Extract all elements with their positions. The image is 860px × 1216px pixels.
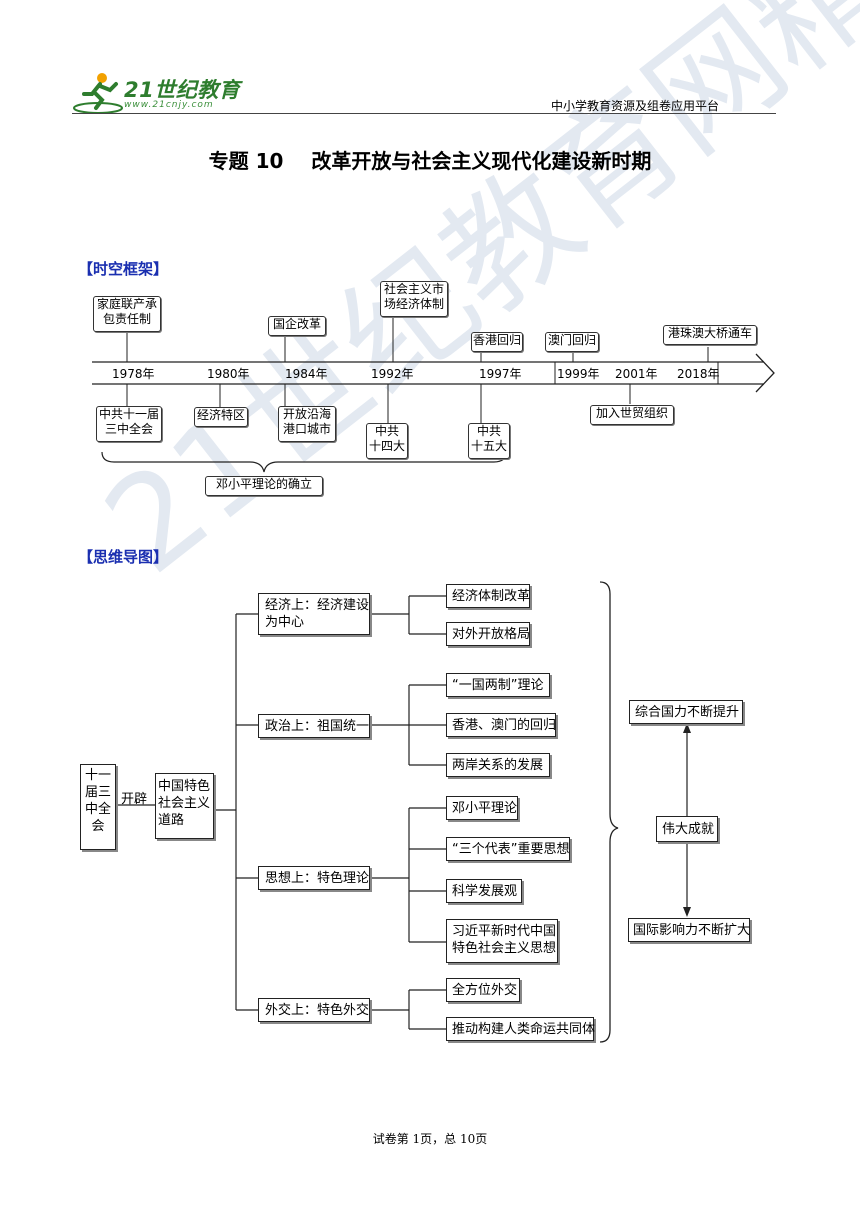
event-soe-reform: 国企改革 xyxy=(268,316,326,336)
event-cpc15: 中共 十五大 xyxy=(468,423,510,459)
leaf-econ-reform: 经济体制改革 xyxy=(446,584,530,608)
leaf-one-country-two-systems: “一国两制”理论 xyxy=(446,673,550,697)
page-title: 专题 10 改革开放与社会主义现代化建设新时期 xyxy=(208,149,652,173)
runner-logo-icon xyxy=(73,73,123,114)
year-label: 1978年 xyxy=(112,367,155,381)
leaf-deng-theory: 邓小平理论 xyxy=(446,796,518,820)
leaf-scientific-outlook: 科学发展观 xyxy=(446,879,522,903)
node-socialist-road: 中国特色 社会主义 道路 xyxy=(155,773,214,839)
event-wto: 加入世贸组织 xyxy=(590,405,674,425)
event-macau-return: 澳门回归 xyxy=(545,332,599,352)
leaf-hk-macau-return: 香港、澳门的回归 xyxy=(446,713,556,737)
leaf-community-shared-future: 推动构建人类命运共同体 xyxy=(446,1017,595,1041)
header-divider xyxy=(72,113,776,114)
leaf-three-represents: “三个代表”重要思想 xyxy=(446,837,570,861)
event-cpc14: 中共 十四大 xyxy=(366,423,408,459)
node-great-achievement: 伟大成就 xyxy=(656,816,718,842)
label-open-up: 开辟 xyxy=(121,792,148,807)
event-bridge: 港珠澳大桥通车 xyxy=(663,325,757,345)
event-hk-return: 香港回归 xyxy=(471,332,523,352)
node-international-influence: 国际影响力不断扩大 xyxy=(628,918,750,942)
year-label: 1992年 xyxy=(371,367,414,381)
year-label: 2001年 xyxy=(615,367,658,381)
section-mindmap: 【思维导图】 xyxy=(78,548,169,566)
page-footer: 试卷第 1页，总 10页 xyxy=(372,1132,488,1146)
platform-label: 中小学教育资源及组卷应用平台 xyxy=(551,99,720,113)
node-third-plenum: 十一 届三 中全 会 xyxy=(80,764,116,850)
year-label: 1980年 xyxy=(207,367,250,381)
brand-url: www.21cnjy.com xyxy=(124,100,214,110)
event-coastal-cities: 开放沿海 港口城市 xyxy=(278,406,336,442)
year-label: 1997年 xyxy=(479,367,522,381)
event-family-contract: 家庭联产承 包责任制 xyxy=(93,296,161,332)
node-politics: 政治上：祖国统一 xyxy=(258,714,370,738)
node-national-strength: 综合国力不断提升 xyxy=(629,700,743,724)
year-label: 2018年 xyxy=(677,367,720,381)
event-third-plenum: 中共十一届 三中全会 xyxy=(96,406,162,442)
leaf-xi-thought: 习近平新时代中国 特色社会主义思想 xyxy=(446,919,558,963)
event-market-economy: 社会主义市 场经济体制 xyxy=(380,281,448,317)
leaf-cross-strait: 两岸关系的发展 xyxy=(446,753,550,777)
brand-name: 21世纪教育 xyxy=(124,78,241,102)
node-thought: 思想上：特色理论 xyxy=(258,866,370,890)
leaf-opening-pattern: 对外开放格局 xyxy=(446,622,530,646)
node-diplomacy: 外交上：特色外交 xyxy=(258,998,370,1022)
mindmap-lines xyxy=(116,581,691,1043)
section-timeline: 【时空框架】 xyxy=(78,260,169,278)
node-economy: 经济上：经济建设 为中心 xyxy=(258,593,370,635)
event-deng-theory: 邓小平理论的确立 xyxy=(205,476,323,496)
year-label: 1984年 xyxy=(285,367,328,381)
timeline-lines xyxy=(92,317,775,473)
year-label: 1999年 xyxy=(557,367,600,381)
event-sez: 经济特区 xyxy=(194,407,248,427)
leaf-all-round-diplomacy: 全方位外交 xyxy=(446,978,520,1002)
